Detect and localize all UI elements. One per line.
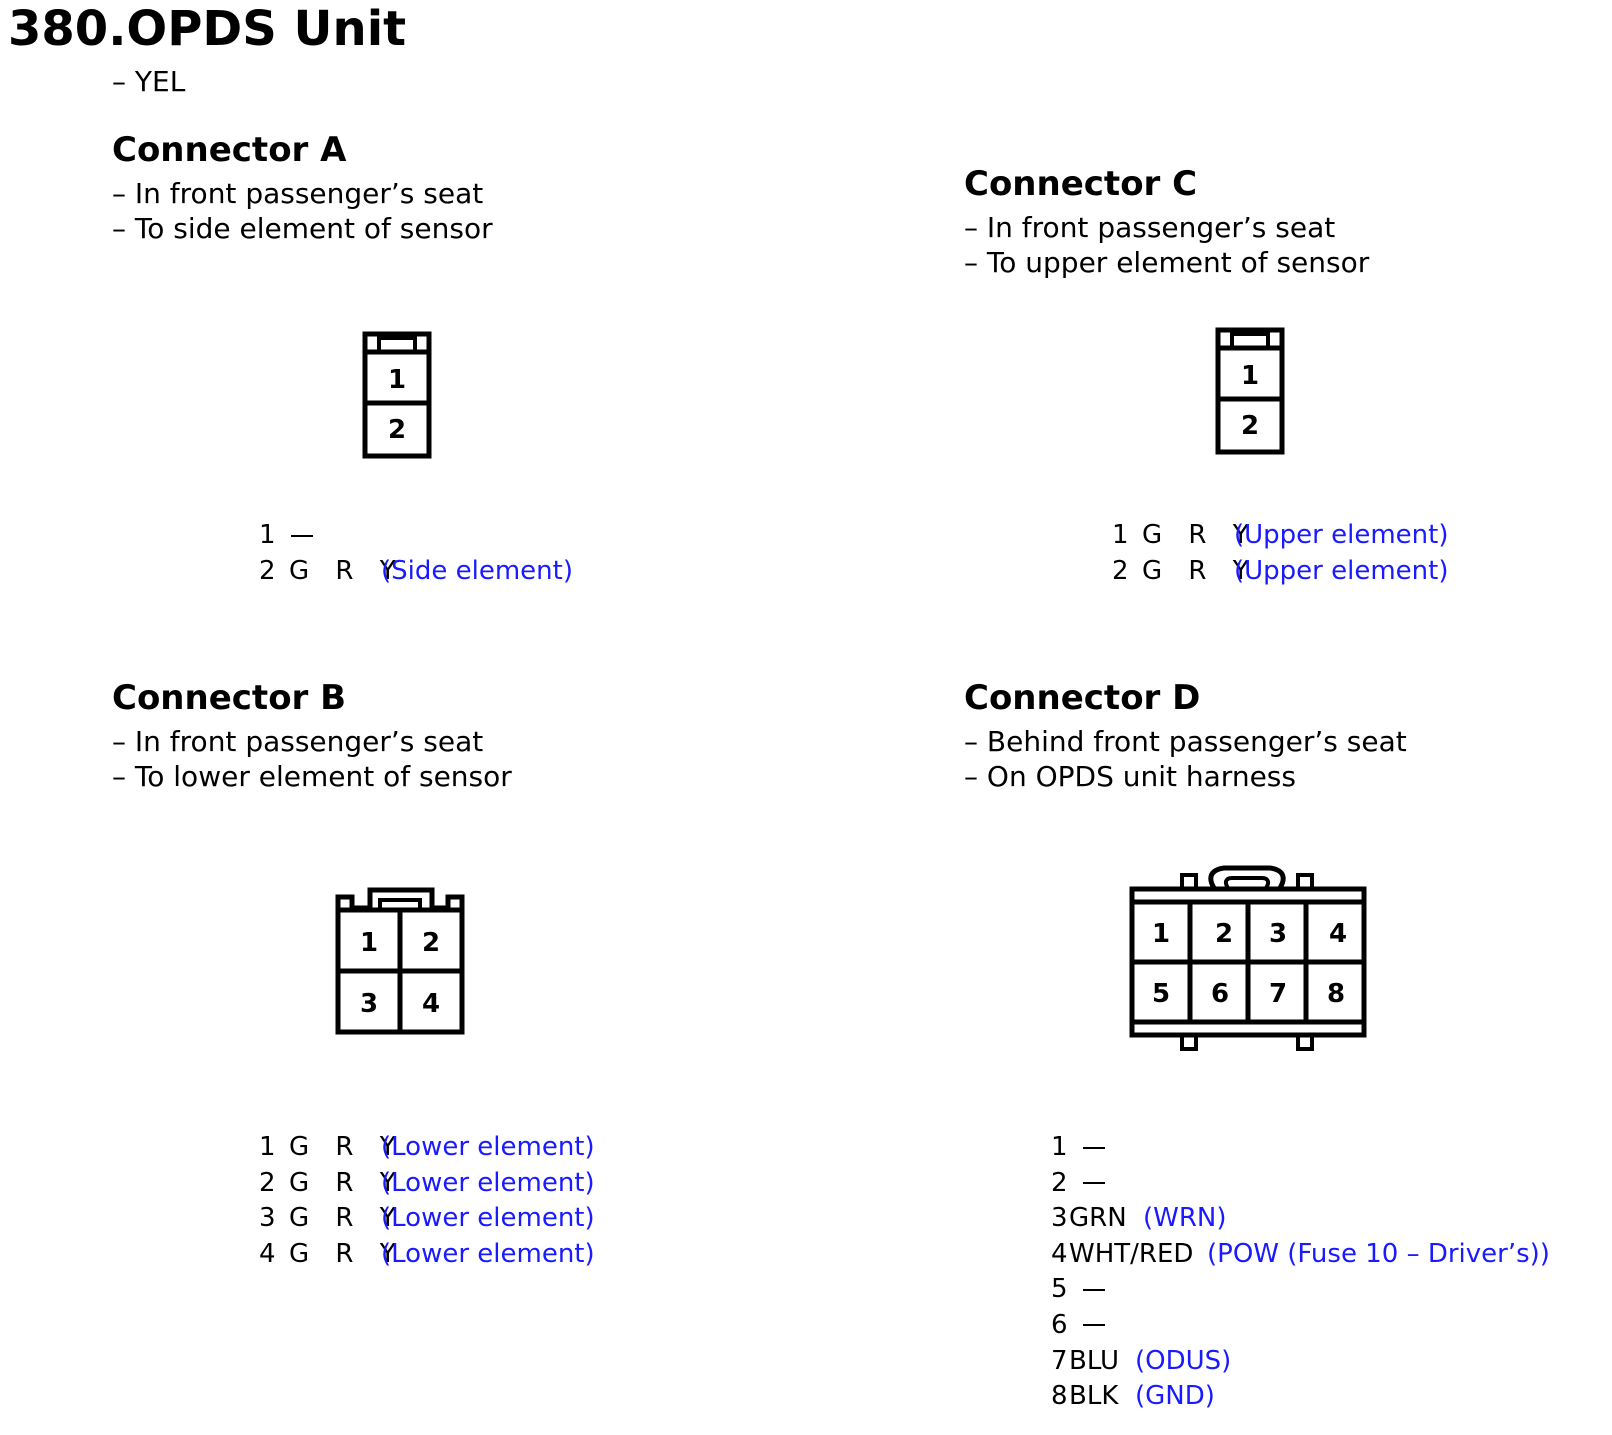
pin-wire-color: BLU: [1069, 1345, 1120, 1376]
pin-wire-color: G R Y: [289, 1203, 405, 1234]
pin-number: 2: [1051, 1167, 1068, 1198]
pin-row: 1 G R Y(Upper element): [1112, 518, 1449, 554]
empty-pin-dash: [1083, 1182, 1105, 1185]
pin-row: 1 G R Y(Lower element): [259, 1130, 595, 1166]
pin-wire-color: G R Y: [289, 555, 405, 586]
connector-c-cell-1: 1: [1241, 361, 1259, 391]
connector-c-diagram: 1 2: [1215, 327, 1285, 455]
pin-number: 7: [1051, 1345, 1068, 1376]
connector-d-cell-3: 3: [1269, 919, 1287, 949]
page-title: 380.OPDS Unit: [8, 1, 407, 57]
pin-row: 8BLK (GND): [1051, 1379, 1550, 1415]
pin-row: 2 G R Y(Lower element): [259, 1166, 595, 1202]
connector-a-cell-1: 1: [388, 365, 406, 395]
pin-note: (Lower element): [381, 1203, 595, 1234]
connector-c-location: – In front passenger’s seat: [964, 211, 1336, 244]
pin-number: 2: [259, 555, 276, 586]
connector-d-diagram: 1 2 3 4 5 6 7 8: [1129, 865, 1367, 1051]
connector-d-title: Connector D: [964, 678, 1201, 718]
pin-wire-color: G R Y: [289, 1132, 405, 1162]
connector-d-cell-1: 1: [1152, 919, 1170, 949]
connector-a-cell-2: 2: [388, 415, 406, 445]
connector-c-title: Connector C: [964, 164, 1198, 204]
pin-row: 4 G R Y(Lower element): [259, 1237, 595, 1273]
connector-b-cell-2: 2: [422, 928, 440, 958]
empty-pin-dash: [1083, 1288, 1105, 1291]
connector-a-pin-list: 1 2 G R Y(Side element): [259, 518, 573, 589]
pin-row: 1: [1051, 1130, 1550, 1166]
pin-row: 2: [1051, 1166, 1550, 1202]
pin-row: 7BLU (ODUS): [1051, 1344, 1550, 1380]
pin-number: 1: [1112, 520, 1129, 550]
pin-note: (Upper element): [1234, 520, 1449, 550]
connector-b-cell-4: 4: [422, 989, 440, 1019]
connector-b-cell-1: 1: [360, 928, 378, 958]
pin-note: (Side element): [381, 555, 573, 586]
connector-d-location: – Behind front passenger’s seat: [964, 725, 1407, 758]
pin-number: 1: [259, 520, 276, 550]
pin-number: 2: [1112, 555, 1129, 586]
pin-wire-color: BLK: [1069, 1381, 1119, 1412]
connector-d-route: – On OPDS unit harness: [964, 760, 1296, 793]
empty-pin-dash: [291, 534, 313, 537]
connector-color: – YEL: [112, 65, 186, 98]
connector-d-cell-4: 4: [1329, 919, 1347, 949]
connector-b-route: – To lower element of sensor: [112, 760, 512, 793]
pin-number: 4: [259, 1238, 276, 1269]
pin-number: 1: [259, 1132, 276, 1162]
connector-d-cell-5: 5: [1152, 979, 1170, 1009]
empty-pin-dash: [1083, 1324, 1105, 1327]
pin-note: (POW (Fuse 10 – Driver’s)): [1207, 1238, 1550, 1269]
pin-note: (Lower element): [381, 1238, 595, 1269]
pin-note: (GND): [1135, 1381, 1215, 1412]
connector-b-title: Connector B: [112, 678, 347, 718]
pin-note: (ODUS): [1135, 1345, 1232, 1376]
connector-d-pin-list: 1 2 3GRN (WRN) 4WHT/RED (POW (Fuse 10 – Dr…: [1051, 1130, 1550, 1415]
pin-number: 4: [1051, 1238, 1068, 1269]
pin-wire-color: G R Y: [1142, 555, 1258, 586]
pin-note: (Lower element): [381, 1132, 595, 1162]
connector-b-diagram: 1 2 3 4: [335, 887, 465, 1035]
pin-number: 2: [259, 1167, 276, 1198]
pin-row: 6: [1051, 1308, 1550, 1344]
connector-a-route: – To side element of sensor: [112, 212, 493, 245]
pin-number: 3: [1051, 1203, 1068, 1234]
pin-wire-color: WHT/RED: [1069, 1238, 1194, 1269]
connector-d-cell-8: 8: [1327, 979, 1345, 1009]
connector-a-diagram: 1 2: [362, 331, 432, 459]
pin-note: (Lower element): [381, 1167, 595, 1198]
pin-row: 2 G R Y(Side element): [259, 554, 573, 590]
pin-wire-color: G R Y: [289, 1238, 405, 1269]
pin-number: 1: [1051, 1132, 1068, 1162]
connector-d-cell-7: 7: [1269, 979, 1287, 1009]
pin-row: 2 G R Y(Upper element): [1112, 554, 1449, 590]
connector-c-route: – To upper element of sensor: [964, 246, 1370, 279]
pin-wire-color: GRN: [1069, 1203, 1127, 1234]
connector-d-cell-2: 2: [1215, 919, 1233, 949]
pin-wire-color: G R Y: [289, 1167, 405, 1198]
pin-note: (Upper element): [1234, 555, 1449, 586]
connector-b-location: – In front passenger’s seat: [112, 725, 484, 758]
connector-d-cell-6: 6: [1211, 979, 1229, 1009]
pin-row: 1: [259, 518, 573, 554]
pin-number: 8: [1051, 1381, 1068, 1412]
connector-a-location: – In front passenger’s seat: [112, 177, 484, 210]
pin-row: 3 G R Y(Lower element): [259, 1201, 595, 1237]
connector-b-cell-3: 3: [360, 989, 378, 1019]
pin-number: 3: [259, 1203, 276, 1234]
pin-wire-color: G R Y: [1142, 520, 1258, 550]
pin-number: 5: [1051, 1274, 1068, 1305]
connector-c-cell-2: 2: [1241, 411, 1259, 441]
empty-pin-dash: [1083, 1146, 1105, 1149]
pin-row: 5: [1051, 1272, 1550, 1308]
pin-note: (WRN): [1143, 1203, 1227, 1234]
connector-a-title: Connector A: [112, 130, 347, 170]
pin-number: 6: [1051, 1309, 1068, 1340]
pin-row: 3GRN (WRN): [1051, 1201, 1550, 1237]
pin-row: 4WHT/RED (POW (Fuse 10 – Driver’s)): [1051, 1237, 1550, 1273]
